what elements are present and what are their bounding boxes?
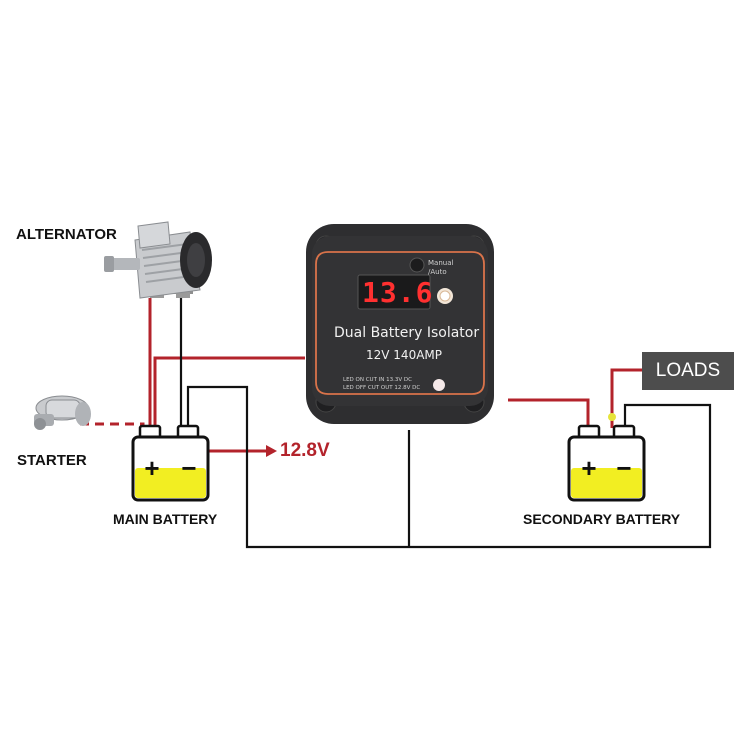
secondary-battery: + − [567, 424, 646, 502]
loads-label: LOADS [655, 360, 721, 381]
junction-dot [608, 413, 616, 421]
ground-loop-wire [186, 385, 712, 549]
secondary-battery-label: SECONDARY BATTERY [523, 511, 681, 527]
battery-isolator-device: 13.6 Manual /Auto Dual Battery Isolator … [300, 222, 500, 427]
isolator-to-secondary-wire [508, 398, 590, 428]
isolator-rating: 12V 140AMP [366, 348, 442, 362]
mode-label-manual: Manual [428, 259, 454, 267]
starter-dashed-wire [80, 422, 145, 428]
main-to-isolator-wire [153, 356, 305, 428]
led-on-note: LED ON CUT IN 13.3V DC [343, 377, 413, 383]
main-minus-sign: − [181, 453, 196, 483]
starter-illustration [34, 395, 91, 430]
led-off-note: LED OFF CUT OUT 12.8V DC [343, 385, 421, 391]
starter-label: STARTER [17, 452, 87, 469]
secondary-minus-sign: − [616, 453, 631, 483]
loads-positive-wire [610, 368, 642, 428]
alternator-label: ALTERNATOR [16, 226, 117, 243]
secondary-plus-sign: + [581, 453, 596, 483]
mode-label-auto: /Auto [428, 268, 447, 276]
main-battery-label: MAIN BATTERY [113, 511, 218, 527]
main-plus-sign: + [144, 453, 159, 483]
main-battery: + − [131, 424, 210, 502]
isolator-body [306, 224, 494, 424]
voltage-arrow-head [266, 445, 277, 457]
isolator-display: 13.6 [362, 276, 434, 309]
isolator-title: Dual Battery Isolator [334, 325, 480, 341]
loads-box: LOADS [642, 352, 734, 390]
voltage-reading: 12.8V [280, 440, 330, 461]
alternator-illustration [104, 221, 212, 299]
